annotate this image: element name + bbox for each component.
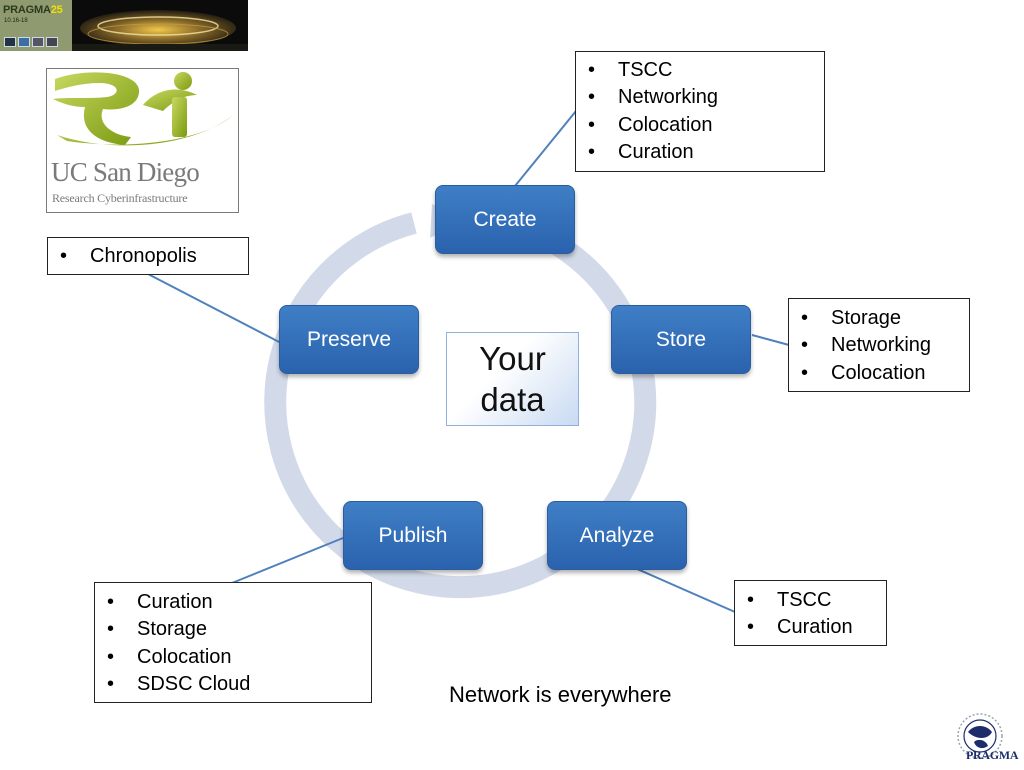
callout-item: SDSC Cloud — [95, 671, 371, 699]
pragma-banner: PRAGMA25 10.16-18 — [0, 0, 248, 51]
connector-create — [514, 110, 577, 187]
callout-preserve-list: Chronopolis — [48, 243, 248, 271]
banner-edition: 25 — [50, 4, 63, 16]
callout-publish-list: CurationStorageColocationSDSC Cloud — [95, 589, 371, 698]
callout-analyze: TSCCCuration — [734, 580, 887, 646]
callout-item: Curation — [735, 614, 886, 642]
connector-store — [751, 334, 790, 346]
stage-publish[interactable]: Publish — [343, 501, 483, 570]
callout-item: Storage — [789, 305, 969, 333]
callout-item: Networking — [576, 84, 824, 112]
rci-subtitle: Research Cyberinfrastructure — [52, 191, 188, 205]
connector-preserve — [147, 273, 284, 345]
callout-item: Colocation — [95, 644, 371, 672]
callout-store-list: StorageNetworkingColocation — [789, 305, 969, 387]
connector-publish — [231, 537, 344, 584]
callout-create-list: TSCCNetworkingColocationCuration — [576, 57, 824, 166]
your-data-line1: Your — [479, 340, 546, 377]
pragma-logo-text: PRAGMA — [966, 748, 1019, 762]
your-data-line2: data — [480, 381, 545, 418]
banner-thumb-icon — [46, 37, 58, 47]
banner-label-panel: PRAGMA25 10.16-18 — [0, 0, 72, 51]
stage-preserve[interactable]: Preserve — [279, 305, 419, 374]
banner-thumb-icon — [32, 37, 44, 47]
callout-item: Curation — [576, 139, 824, 167]
stage-analyze[interactable]: Analyze — [547, 501, 687, 570]
stage-store[interactable]: Store — [611, 305, 751, 374]
callout-item: Chronopolis — [48, 243, 248, 271]
callout-item: Networking — [789, 332, 969, 360]
callout-item: Colocation — [576, 112, 824, 140]
rci-mark-icon — [53, 72, 233, 146]
banner-dates: 10.16-18 — [4, 18, 28, 24]
stadium-night-photo — [72, 0, 248, 51]
banner-title: PRAGMA25 — [3, 4, 63, 16]
globe-icon — [957, 713, 1003, 759]
stage-create[interactable]: Create — [435, 185, 575, 254]
callout-item: Storage — [95, 616, 371, 644]
callout-store: StorageNetworkingColocation — [788, 298, 970, 392]
callout-item: Curation — [95, 589, 371, 617]
callout-item: TSCC — [576, 57, 824, 85]
callout-publish: CurationStorageColocationSDSC Cloud — [94, 582, 372, 703]
banner-title-text: PRAGMA — [3, 4, 51, 16]
callout-create: TSCCNetworkingColocationCuration — [575, 51, 825, 172]
footer-note: Network is everywhere — [449, 682, 672, 707]
your-data-box: Your data — [446, 332, 579, 426]
your-data-label: Your data — [479, 338, 546, 420]
callout-analyze-list: TSCCCuration — [735, 587, 886, 642]
rci-ucsd-logo: UC San Diego Research Cyberinfrastructur… — [46, 68, 239, 213]
callout-item: Colocation — [789, 360, 969, 388]
callout-preserve: Chronopolis — [47, 237, 249, 275]
connector-analyze — [634, 567, 736, 613]
banner-thumb-icon — [4, 37, 16, 47]
banner-thumb-icon — [18, 37, 30, 47]
pragma-logo: PRAGMA — [946, 710, 1020, 765]
callout-item: TSCC — [735, 587, 886, 615]
ucsd-wordmark: UC San Diego — [51, 157, 200, 187]
